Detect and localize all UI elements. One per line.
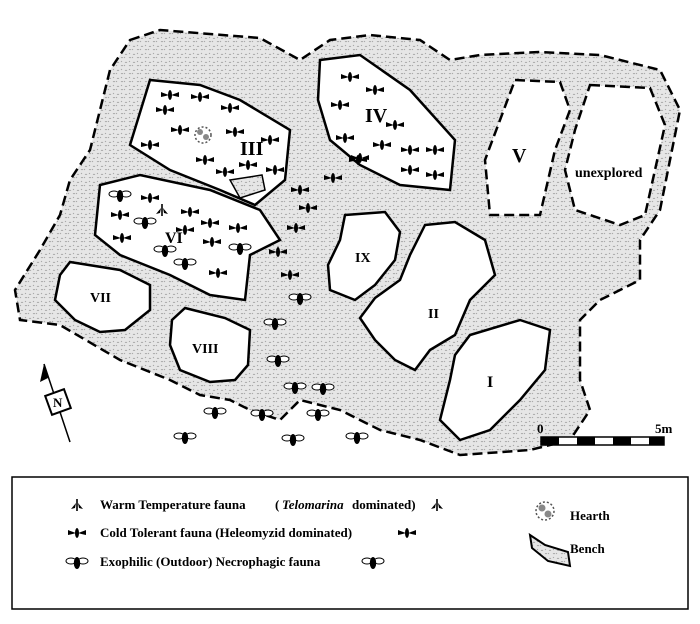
chamber-VIII (168, 306, 252, 384)
chamber-VII (53, 260, 152, 334)
legend-bench-icon (528, 532, 572, 568)
chamber-V (483, 78, 572, 217)
legend-exophilic-text: Exophilic (Outdoor) Necrophagic fauna (100, 554, 321, 569)
legend-warm-taxon: Telomarina (282, 497, 344, 512)
chamber-VI (93, 173, 282, 302)
chamber-unexplored (563, 83, 667, 227)
room-label-unexplored: unexplored (575, 166, 643, 181)
legend-cold-text: Cold Tolerant fauna (Heleomyzid dominate… (100, 525, 352, 540)
chamber-II (358, 220, 497, 372)
legend-cold: Cold Tolerant fauna (Heleomyzid dominate… (68, 525, 416, 540)
scale-end-label: 5m (655, 421, 673, 436)
room-label-IX: IX (355, 251, 371, 266)
chamber-I (438, 318, 552, 442)
room-label-VIII: VIII (192, 342, 218, 357)
legend-warm-prefix: Warm Temperature fauna (100, 497, 246, 512)
scale-bar: 0 5m (537, 421, 673, 446)
scale-start-label: 0 (537, 421, 544, 436)
chamber-IX (326, 210, 402, 302)
legend-box (11, 476, 689, 610)
room-label-VII: VII (90, 291, 111, 306)
north-arrow: N (40, 363, 73, 443)
room-label-I: I (487, 374, 493, 391)
legend-warm: Warm Temperature fauna ( Telomarina domi… (70, 497, 444, 512)
bench-shape (228, 174, 266, 199)
north-label: N (53, 395, 63, 410)
legend-warm-suffix: dominated) (352, 497, 416, 512)
room-label-V: V (512, 145, 527, 167)
room-label-IV: IV (365, 105, 388, 127)
legend-exophilic: Exophilic (Outdoor) Necrophagic fauna (65, 554, 385, 570)
legend-hearth: Hearth (535, 501, 610, 523)
hearth-icon (194, 126, 212, 144)
room-label-VI: VI (165, 230, 183, 247)
legend-hearth-text: Hearth (570, 508, 610, 523)
chamber-III (128, 78, 292, 207)
legend-bench: Bench (528, 532, 605, 568)
room-label-III: III (240, 138, 264, 160)
room-label-II: II (428, 307, 439, 322)
legend-warm-open: ( (275, 497, 279, 512)
legend-hearth-icon (535, 501, 555, 521)
legend-bench-text: Bench (570, 541, 605, 556)
